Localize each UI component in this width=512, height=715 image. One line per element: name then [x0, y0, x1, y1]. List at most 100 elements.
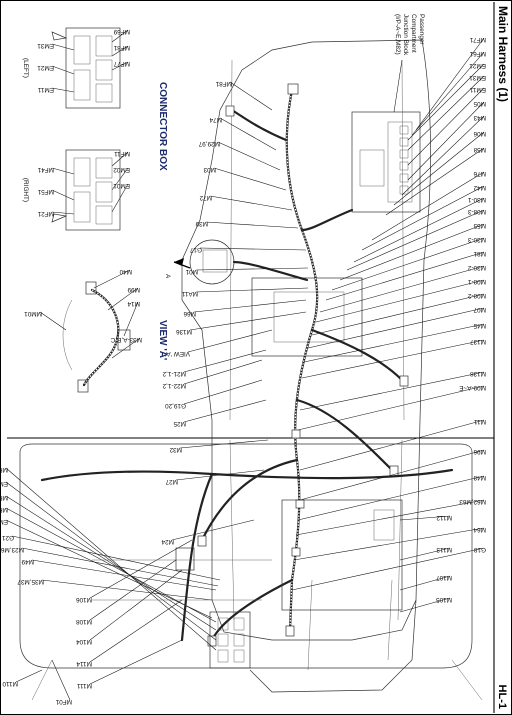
component-label-m111: M111: [77, 682, 92, 689]
view-a-connector-2: [77, 379, 89, 393]
headliner-section: [19, 443, 483, 701]
leader-m49: [31, 559, 217, 591]
component-label-em31: EM31: [37, 42, 54, 49]
leader-m108: [89, 559, 177, 621]
leader-m30-2: [319, 265, 485, 313]
component-label-m108: M108: [76, 618, 92, 625]
leader-m74: [219, 117, 277, 151]
harness-branch-right-end: [210, 578, 294, 642]
leader-mf51: [51, 189, 75, 201]
leader-mf71: [415, 37, 485, 131]
leader-em31: [407, 75, 485, 151]
component-label-m27: M27: [165, 478, 178, 485]
leader-g21: [11, 535, 221, 581]
component-label-m24: M24: [161, 538, 174, 545]
leader-m24: [171, 519, 255, 541]
component-label-m09-a-e: M09-A~E: [459, 384, 486, 391]
component-label-g19-20: G19,20: [165, 402, 186, 409]
component-label-em21: EM21: [37, 64, 54, 71]
component-label-m107: M107: [436, 574, 452, 581]
view-a-harness-wrap: [83, 289, 119, 386]
component-label-mf01: MF01: [55, 698, 72, 705]
leader-m21-1-2: [183, 349, 267, 373]
component-label-mf21: MF21: [0, 506, 8, 513]
leader-em01: [5, 519, 213, 619]
component-label-m136: M136: [176, 328, 192, 335]
component-label-m29-97: M29,97: [198, 140, 220, 147]
component-label-m106: M106: [76, 596, 92, 603]
leader-m96: [299, 449, 485, 501]
harness-branch-lower-right: [200, 458, 299, 542]
header: Main Harness (1) HL-1: [493, 2, 510, 713]
left-box-clip: [51, 31, 68, 41]
component-label-m32: M32: [169, 446, 182, 453]
component-label-m22-1-2: M22-1,2: [162, 382, 186, 389]
junction-block-fuses: [359, 149, 385, 187]
component-label-m08-3: M08-3: [467, 208, 486, 215]
component-label-m110: M110: [2, 680, 18, 687]
leader-g17: [199, 247, 307, 251]
component-label-mf69: MF69: [113, 28, 130, 35]
component-label-a: A: [164, 274, 171, 279]
dome-lamp: [175, 547, 195, 571]
component-label-em02: EM02: [0, 480, 8, 487]
leader-m111: [89, 639, 183, 685]
page-code: HL-1: [496, 685, 508, 709]
leader-em21: [407, 63, 485, 141]
component-label-m55: M55: [473, 222, 486, 229]
harness-branch-view-a: [232, 260, 309, 282]
leader-m09-a-e: [297, 385, 485, 431]
component-label-em01: EM01: [0, 518, 8, 525]
leader-em02: [5, 481, 217, 641]
leader-m30-1: [353, 197, 485, 263]
view-a-detail-part: [202, 249, 228, 273]
component-labels: MF71MF61EM21EM31EM11M05M43M06M58M76M42M3…: [0, 28, 486, 705]
junction-block-caption-1: Passenger: [418, 14, 425, 45]
leader-m45: [303, 323, 485, 363]
leader-m03: [213, 167, 287, 191]
dash-panel-outline: [181, 39, 431, 641]
leader-m42: [361, 185, 485, 251]
junction-block-caption-leader: [393, 59, 403, 113]
component-label-m62-m63: M62,M63: [459, 498, 486, 505]
leader-m110: [15, 669, 43, 683]
component-label-em11: EM11: [37, 86, 54, 93]
lower-connector-cells: [217, 617, 245, 663]
leader-em21: [51, 65, 75, 75]
component-label-g18: G18: [473, 546, 486, 553]
leader-m25: [183, 399, 267, 423]
leader-m29-97: [217, 141, 281, 171]
component-label-m08-1: M08-1: [467, 278, 486, 285]
harness-branch-left: [230, 108, 288, 142]
component-label-m112: M112: [436, 514, 452, 521]
component-label-ma11: MA11: [181, 290, 198, 297]
junction-block-relays: [387, 121, 413, 203]
leader-mm01: [39, 311, 67, 331]
leader-ma11: [195, 287, 309, 293]
leader-m138: [299, 371, 485, 411]
leader-m112: [399, 515, 451, 521]
leader-m07: [307, 307, 485, 349]
harness-drawing: [173, 39, 431, 693]
right-box-body: [65, 149, 121, 231]
leader-view-a-: [187, 329, 273, 353]
leader-mf41: [5, 495, 217, 631]
view-a-sub-branch: [62, 299, 73, 371]
component-label-m05: M05: [473, 100, 486, 107]
left-box-caption: (LEFT): [22, 58, 29, 78]
component-label-m30-3: M30-3: [467, 236, 486, 243]
leader-m06: [393, 131, 485, 206]
leader-g18: [291, 547, 485, 591]
view-a-arrow-head: [174, 258, 184, 266]
component-label-em11: EM11: [469, 86, 486, 93]
leader-mf21: [5, 507, 217, 623]
component-label-m99: M99: [127, 286, 140, 293]
component-label-em02: EM02: [113, 166, 130, 173]
leader-mf51: [5, 467, 217, 651]
leader-m43: [401, 115, 485, 196]
leader-m107: [399, 575, 451, 591]
component-label-m42: M42: [473, 184, 486, 191]
headliner-ribs: [92, 559, 272, 601]
